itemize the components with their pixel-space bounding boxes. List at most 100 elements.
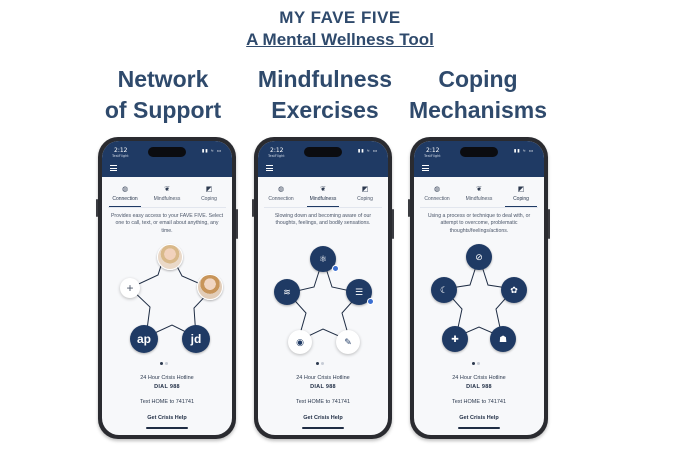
globe-icon: ◍ [277,186,285,193]
tab-label: Coping [357,196,373,202]
signal-wifi-battery-icon: ▮▮ ≈ ▭ [201,148,222,153]
mindfulness-exercise-button[interactable]: ✎ [336,330,360,354]
crisis-hotline-label: 24 Hour Crisis Hotline [140,375,194,381]
lock-badge-icon [332,265,339,272]
contact-jd-button[interactable]: jd [182,325,210,353]
add-contact-button[interactable]: + [120,278,140,298]
lock-badge-icon [367,298,374,305]
signal-wifi-battery-icon: ▮▮ ≈ ▭ [513,148,534,153]
tab-description: Provides easy access to your FAVE FIVE. … [110,213,224,234]
tab-divider [108,207,226,208]
heading-network-of-support: Network of Support [73,64,253,126]
mindfulness-exercise-button[interactable]: ◉ [288,330,312,354]
crisis-hotline-label: 24 Hour Crisis Hotline [296,375,350,381]
coping-icon: ◩ [205,186,213,193]
status-time: 2:12 [114,147,128,154]
coping-mechanism-button[interactable]: ✿ [501,277,527,303]
fave-five-star: + ap jd [102,241,232,371]
coping-icon: ◩ [361,186,369,193]
no-symbol-icon: ⊘ [475,251,483,262]
dial-988-link[interactable]: DIAL 988 [310,384,336,390]
contact-avatar-photo[interactable] [157,244,183,270]
tab-connection[interactable]: ◍ Connection [416,185,458,202]
plant-icon: ✿ [510,284,518,295]
get-crisis-help-button[interactable]: Get Crisis Help [459,415,499,421]
tab-label: Connection [424,196,450,202]
crisis-hotline-label: 24 Hour Crisis Hotline [452,375,506,381]
journal-icon: ☰ [354,286,364,297]
target-icon: ◉ [296,336,304,347]
game-controller-icon: ✚ [451,333,459,344]
tab-mindfulness[interactable]: ❦ Mindfulness [458,185,500,202]
coping-mechanism-button[interactable]: ☗ [490,326,516,352]
people-icon: ☗ [498,333,508,344]
tab-divider [420,207,538,208]
status-time: 2:12 [426,147,440,154]
tab-divider [264,207,382,208]
app-header: 2:12 TestFlight ▮▮ ≈ ▭ [258,141,388,177]
heading-mindfulness-exercises: Mindfulness Exercises [235,64,415,126]
tab-label: Mindfulness [153,196,181,202]
app-screen: 2:12 TestFlight ▮▮ ≈ ▭ ◍ Connection ❦ Mi… [258,141,388,435]
dynamic-island [460,147,498,157]
app-screen: 2:12 TestFlight ▮▮ ≈ ▭ ◍ Connection ❦ Mi… [414,141,544,435]
coping-mechanism-button[interactable]: ☾ [431,277,457,303]
heading-line: Mindfulness [257,66,393,92]
status-carrier: TestFlight [112,154,129,158]
tab-mindfulness[interactable]: ❦ Mindfulness [146,185,188,202]
contact-initials: ap [136,332,151,346]
home-indicator [458,427,500,429]
page-subtitle: A Mental Wellness Tool [246,30,434,49]
heading-line: Coping [438,66,518,92]
lotus-icon: ❦ [476,186,482,193]
coping-mechanism-button[interactable]: ✚ [442,326,468,352]
home-indicator [302,427,344,429]
hamburger-menu-icon[interactable] [266,165,273,171]
app-header: 2:12 TestFlight ▮▮ ≈ ▭ [414,141,544,177]
tab-coping[interactable]: ◩ Coping [188,185,230,202]
globe-icon: ◍ [433,186,441,193]
tab-coping[interactable]: ◩ Coping [500,185,542,207]
fave-five-star: ⚛ ≋ ☰ ◉ ✎ [258,241,388,371]
phone-coping: 2:12 TestFlight ▮▮ ≈ ▭ ◍ Connection ❦ Mi… [408,137,550,439]
tab-connection[interactable]: ◍ Connection [260,185,302,202]
lotus-icon: ❦ [164,186,170,193]
plus-icon: + [126,281,134,295]
get-crisis-help-button[interactable]: Get Crisis Help [303,415,343,421]
phone-mindfulness: 2:12 TestFlight ▮▮ ≈ ▭ ◍ Connection ❦ Mi… [252,137,394,439]
mindfulness-exercise-button[interactable]: ⚛ [310,246,336,272]
signal-wifi-battery-icon: ▮▮ ≈ ▭ [357,148,378,153]
text-home-link[interactable]: Text HOME to 741741 [295,399,351,405]
text-home-link[interactable]: Text HOME to 741741 [139,399,195,405]
hamburger-menu-icon[interactable] [422,165,429,171]
heading-line: Exercises [271,97,379,123]
status-time: 2:12 [270,147,284,154]
tab-bar: ◍ Connection ❦ Mindfulness ◩ Coping [414,185,544,207]
contact-ap-button[interactable]: ap [130,325,158,353]
tab-bar: ◍ Connection ❦ Mindfulness ◩ Coping [102,185,232,207]
sleep-icon: ☾ [439,284,449,295]
hamburger-menu-icon[interactable] [110,165,117,171]
tab-description: Slowing down and becoming aware of our t… [274,213,372,227]
page-title: MY FAVE FIVE [279,8,401,27]
coping-mechanism-button[interactable]: ⊘ [466,244,492,270]
text-home-link[interactable]: Text HOME to 741741 [451,399,507,405]
globe-icon: ◍ [121,186,129,193]
breathing-icon: ⚛ [318,253,328,264]
tab-mindfulness[interactable]: ❦ Mindfulness [302,185,344,207]
tab-coping[interactable]: ◩ Coping [344,185,386,202]
dial-988-link[interactable]: DIAL 988 [466,384,492,390]
contact-initials: jd [190,332,202,346]
mindfulness-exercise-button[interactable]: ≋ [274,279,300,305]
get-crisis-help-button[interactable]: Get Crisis Help [147,415,187,421]
tab-label: Coping [201,196,217,202]
waves-icon: ≋ [283,286,291,297]
contact-avatar-photo[interactable] [197,274,223,300]
dynamic-island [304,147,342,157]
dial-988-link[interactable]: DIAL 988 [154,384,180,390]
status-carrier: TestFlight [268,154,285,158]
lotus-icon: ❦ [320,186,326,193]
phone-connection: 2:12 TestFlight ▮▮ ≈ ▭ ◍ Connection ❦ Mi… [96,137,238,439]
tab-label: Coping [513,196,529,202]
tab-connection[interactable]: ◍ Connection [104,185,146,207]
